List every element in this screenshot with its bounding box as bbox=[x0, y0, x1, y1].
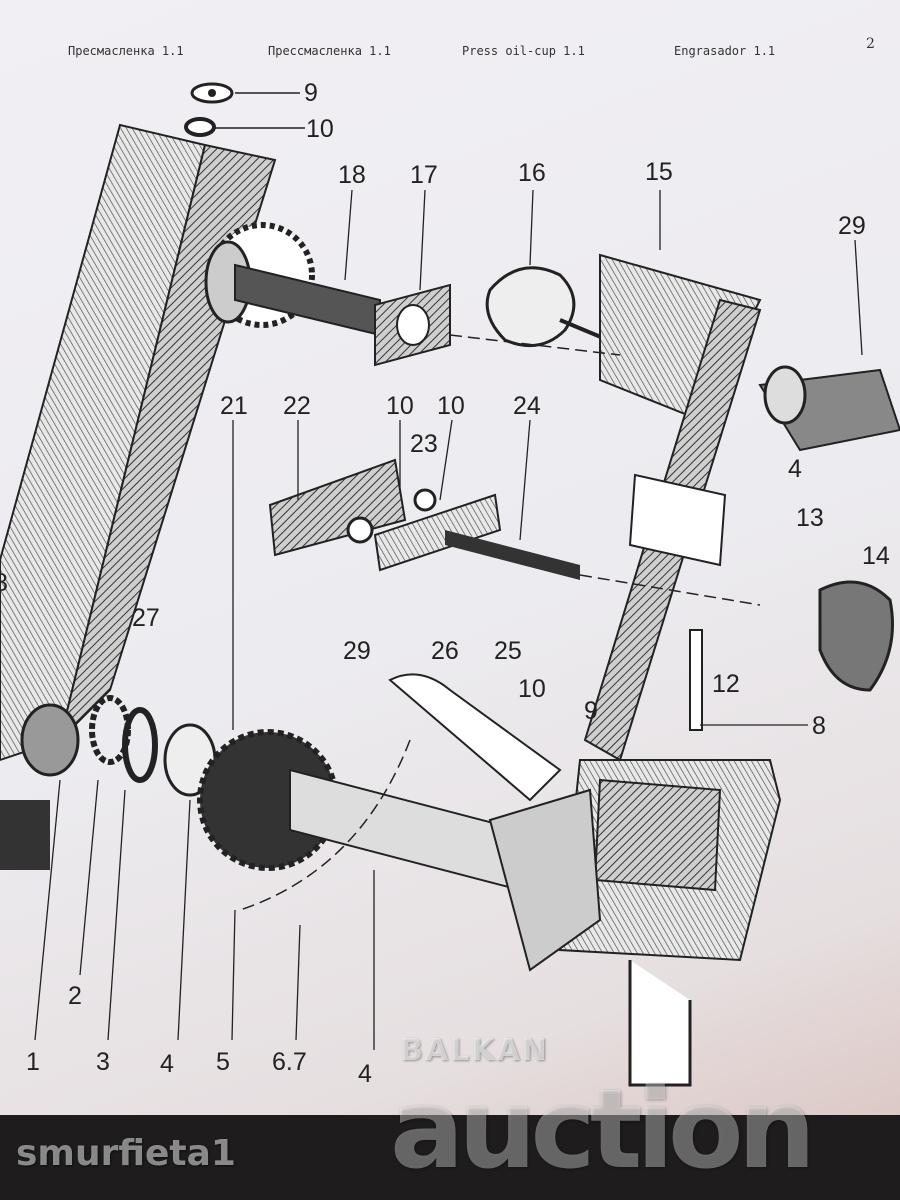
callout-18: 18 bbox=[338, 161, 366, 189]
callout-4: 4 bbox=[788, 455, 802, 483]
callout-4: 4 bbox=[160, 1050, 174, 1078]
callout-23: 23 bbox=[410, 430, 438, 458]
header-title-es: Engrasador 1.1 bbox=[674, 44, 776, 58]
callout-9: 9 bbox=[304, 79, 318, 107]
leader-lines bbox=[34, 189, 863, 1050]
callout-29: 29 bbox=[343, 637, 371, 665]
callout-21: 21 bbox=[220, 392, 248, 420]
callout-12: 12 bbox=[712, 670, 740, 698]
watermark-seller: smurfieta1 bbox=[16, 1133, 236, 1174]
callout-8: 8 bbox=[812, 712, 826, 740]
bracket-assembly bbox=[268, 458, 580, 580]
callout-1: 1 bbox=[26, 1048, 40, 1076]
callout-labels: 9 10 18 17 16 15 29 21 22 10 10 24 23 4 … bbox=[0, 79, 890, 1088]
washer-10 bbox=[184, 117, 216, 137]
callout-10: 10 bbox=[437, 392, 465, 420]
callout-3: 3 bbox=[96, 1048, 110, 1076]
header-title-en: Press oil-cup 1.1 bbox=[462, 44, 585, 58]
callout-26: 26 bbox=[431, 637, 459, 665]
callout-5: 5 bbox=[216, 1048, 230, 1076]
callout-10: 10 bbox=[518, 675, 546, 703]
lower-shaft-assembly bbox=[20, 673, 602, 972]
assembly-axis-lines bbox=[239, 334, 761, 911]
callout-10: 10 bbox=[306, 115, 334, 143]
callout-8: 8 bbox=[0, 569, 8, 597]
wing-nut-9 bbox=[190, 82, 234, 104]
callout-15: 15 bbox=[645, 158, 673, 186]
callout-17: 17 bbox=[410, 161, 438, 189]
watermark-auction: auction bbox=[390, 1065, 816, 1193]
page-number: 2 bbox=[866, 36, 875, 52]
callout-2: 2 bbox=[68, 982, 82, 1010]
callout-29: 29 bbox=[838, 212, 866, 240]
callout-10: 10 bbox=[386, 392, 414, 420]
callout-16: 16 bbox=[518, 159, 546, 187]
watermark-balkan: BALKAN bbox=[400, 1033, 549, 1068]
header-title-ru: Прессмасленка 1.1 bbox=[268, 44, 391, 58]
callout-4: 4 bbox=[358, 1060, 372, 1088]
callout-6-7: 6.7 bbox=[272, 1048, 307, 1076]
callout-9: 9 bbox=[584, 697, 598, 725]
header-title-bg: Пресмасленка 1.1 bbox=[68, 44, 184, 58]
callout-24: 24 bbox=[513, 392, 541, 420]
upper-shaft-assembly bbox=[204, 222, 451, 367]
callout-25: 25 bbox=[494, 637, 522, 665]
callout-22: 22 bbox=[283, 392, 311, 420]
callout-13: 13 bbox=[796, 504, 824, 532]
callout-14: 14 bbox=[862, 542, 890, 570]
callout-27: 27 bbox=[132, 604, 160, 632]
frame-part bbox=[558, 253, 900, 1087]
